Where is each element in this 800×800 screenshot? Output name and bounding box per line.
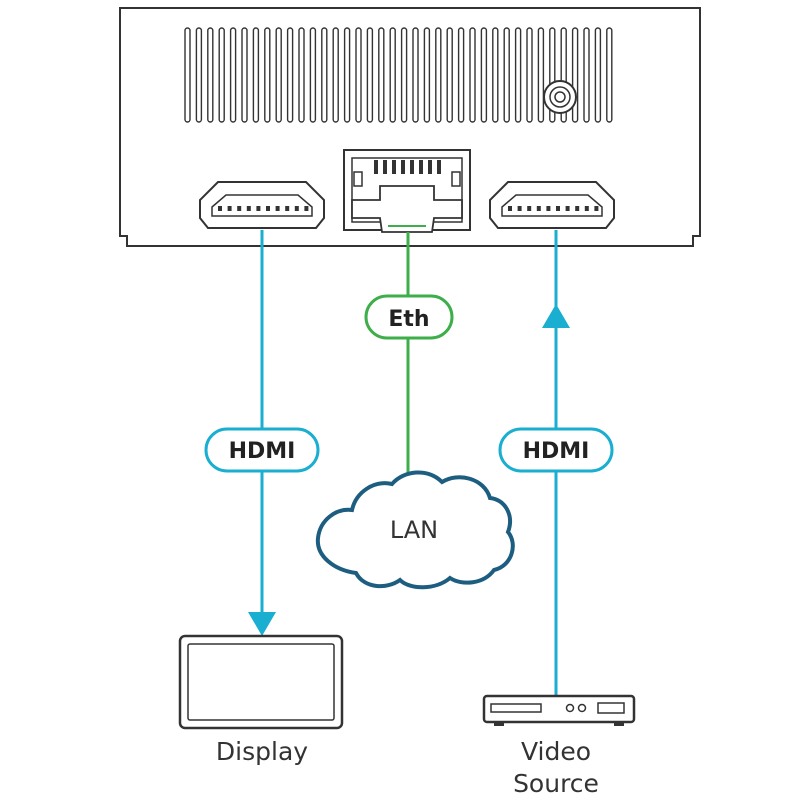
hdmi-pin bbox=[218, 206, 222, 211]
video-source-label-line1: Video bbox=[521, 737, 591, 766]
vent-slot bbox=[480, 27, 488, 123]
hdmi-pin bbox=[536, 206, 541, 211]
hdmi-in-tag: HDMI bbox=[498, 427, 614, 473]
vent-slot bbox=[469, 27, 476, 123]
hdmi-pin bbox=[546, 206, 551, 211]
vent-slot bbox=[514, 27, 522, 123]
vent-slot bbox=[309, 27, 317, 123]
vent-slot bbox=[606, 27, 613, 123]
vent-slot bbox=[264, 27, 271, 123]
hdmi-pin bbox=[285, 206, 290, 211]
hdmi-pin bbox=[304, 206, 309, 211]
rj45-pin bbox=[410, 160, 414, 174]
hdmi-in-tag-label: HDMI bbox=[523, 439, 590, 464]
rj45-pin bbox=[392, 160, 396, 174]
hdmi-out-tag-label: HDMI bbox=[229, 439, 296, 464]
vent-slot bbox=[457, 27, 465, 123]
device-rear-panel bbox=[119, 7, 701, 247]
vent-slot bbox=[241, 27, 248, 123]
vent-slot bbox=[389, 27, 396, 123]
vent-slot bbox=[492, 27, 499, 123]
vent-slot bbox=[275, 27, 282, 123]
vent-slot bbox=[355, 27, 362, 123]
vent-slot bbox=[400, 27, 408, 123]
video-source-label-line2: Source bbox=[513, 769, 599, 798]
hdmi-out-port-icon bbox=[199, 181, 325, 229]
power-button-icon bbox=[543, 80, 577, 114]
rj45-pin bbox=[401, 160, 405, 174]
hdmi-pin bbox=[246, 206, 251, 211]
hdmi-output-cable bbox=[248, 230, 276, 636]
hdmi-out-tag: HDMI bbox=[204, 427, 320, 473]
vent-slot bbox=[378, 27, 385, 123]
vent-slot bbox=[184, 27, 191, 123]
vent-slot bbox=[537, 27, 545, 123]
hdmi-pin bbox=[584, 206, 589, 211]
lan-cloud: LAN bbox=[315, 470, 515, 590]
lan-label: LAN bbox=[390, 516, 438, 544]
rj45-pin bbox=[383, 160, 387, 174]
hdmi-in-port-icon bbox=[489, 181, 615, 229]
vent-slot bbox=[594, 27, 602, 123]
vent-slot bbox=[321, 27, 328, 123]
vent-slot bbox=[195, 27, 203, 123]
video-source-device: Video Source bbox=[482, 694, 636, 798]
hdmi-pin bbox=[256, 206, 261, 211]
media-player-icon bbox=[482, 694, 636, 726]
eth-tag-label: Eth bbox=[388, 307, 429, 332]
vent-slot bbox=[526, 27, 533, 123]
hdmi-pin bbox=[556, 206, 560, 211]
vent-slot bbox=[571, 27, 579, 123]
vent-slot bbox=[207, 27, 214, 123]
rj45-pin bbox=[428, 160, 432, 174]
vent-slot bbox=[298, 27, 305, 123]
hdmi-pin bbox=[266, 206, 270, 211]
hdmi-pin bbox=[275, 206, 280, 211]
vent-slot bbox=[423, 27, 431, 123]
display-label: Display bbox=[216, 737, 308, 766]
display-device: Display bbox=[178, 634, 344, 766]
hdmi-pin bbox=[227, 206, 232, 211]
hdmi-pin bbox=[594, 206, 599, 211]
hdmi-pin bbox=[517, 206, 522, 211]
vent-slot bbox=[332, 27, 339, 123]
vent-slot bbox=[229, 27, 237, 123]
vent-slot bbox=[252, 27, 260, 123]
vent-slot bbox=[503, 27, 510, 123]
vent-slot bbox=[435, 27, 442, 123]
rj45-pin bbox=[437, 160, 441, 174]
hdmi-pin bbox=[294, 206, 299, 211]
cloud-icon bbox=[315, 470, 515, 590]
vent-slot bbox=[343, 27, 351, 123]
hdmi-pin bbox=[527, 206, 532, 211]
vent-slot bbox=[583, 27, 590, 123]
hdmi-pin bbox=[508, 206, 512, 211]
vent-slot bbox=[446, 27, 453, 123]
arrow-down-icon bbox=[248, 612, 276, 636]
arrow-up-icon bbox=[542, 304, 570, 328]
vent-slot bbox=[286, 27, 294, 123]
eth-tag: Eth bbox=[364, 294, 454, 340]
hdmi-pin bbox=[565, 206, 570, 211]
rj45-pin bbox=[419, 160, 423, 174]
ethernet-port-icon bbox=[343, 149, 471, 233]
hdmi-pin bbox=[237, 206, 242, 211]
display-monitor-icon bbox=[178, 634, 344, 730]
hdmi-pin bbox=[575, 206, 580, 211]
rj45-pin bbox=[374, 160, 378, 174]
vent-slot bbox=[412, 27, 419, 123]
vent-slot bbox=[366, 27, 374, 123]
vent-slot bbox=[218, 27, 225, 123]
hdmi-input-cable bbox=[542, 230, 570, 700]
